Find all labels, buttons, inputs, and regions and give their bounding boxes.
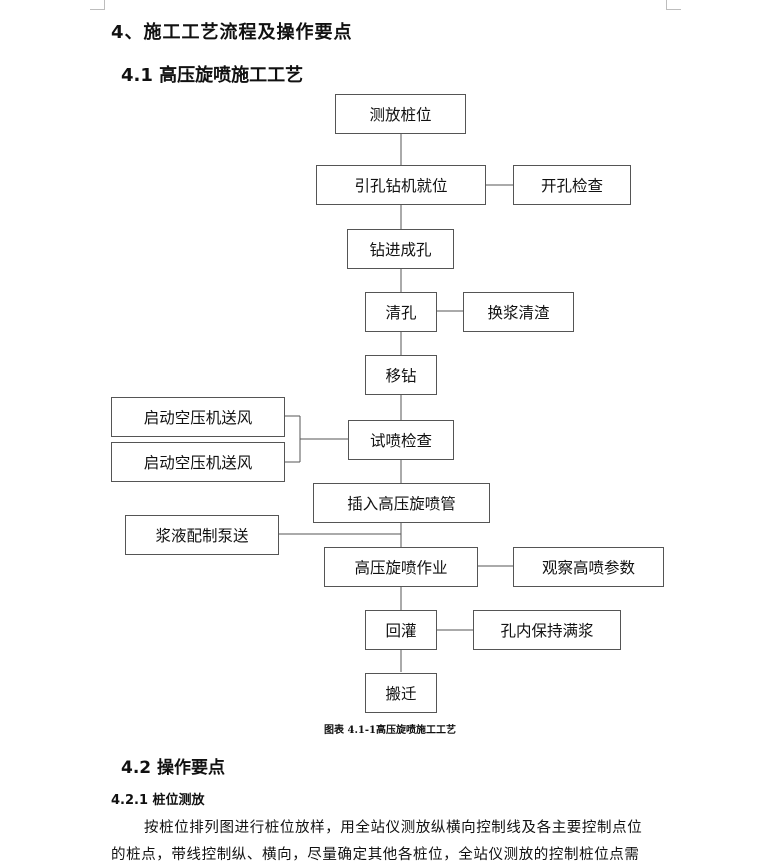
subsection-heading-4-1: 4.1 高压旋喷施工工艺	[121, 65, 304, 86]
section-heading: 4、施工工艺流程及操作要点	[111, 22, 353, 43]
paragraph-line-2: 的桩点，带线控制纵、横向，尽量确定其他各桩位，全站仪测放的控制桩位点需	[111, 847, 640, 863]
page-corner-mark-left	[90, 0, 105, 10]
page-corner-mark-right	[666, 0, 681, 10]
side-observe-params: 观察高喷参数	[513, 547, 664, 587]
step-move-drill: 移钻	[365, 355, 437, 395]
side-slurry-mix: 浆液配制泵送	[125, 515, 279, 555]
figure-caption: 图表 4.1-1高压旋喷施工工艺	[324, 725, 456, 736]
subsection-heading-4-2-1: 4.2.1 桩位测放	[111, 793, 205, 808]
side-compressor-1: 启动空压机送风	[111, 397, 285, 437]
step-drill-hole: 钻进成孔	[347, 229, 454, 269]
step-relocate: 搬迁	[365, 673, 437, 713]
step-drill-rig-position: 引孔钻机就位	[316, 165, 486, 205]
step-backfill: 回灌	[365, 610, 437, 650]
side-open-hole-check: 开孔检查	[513, 165, 631, 205]
step-test-spray-check: 试喷检查	[348, 420, 454, 460]
side-compressor-2: 启动空压机送风	[111, 442, 285, 482]
paragraph-line-1: 按桩位排列图进行桩位放样，用全站仪测放纵横向控制线及各主要控制点位	[144, 820, 643, 836]
step-insert-jet-pipe: 插入高压旋喷管	[313, 483, 490, 523]
step-clean-hole: 清孔	[365, 292, 437, 332]
subsection-heading-4-2: 4.2 操作要点	[121, 758, 226, 778]
step-high-pressure-jet: 高压旋喷作业	[324, 547, 478, 587]
side-slurry-replace: 换浆清渣	[463, 292, 574, 332]
side-keep-hole-full: 孔内保持满浆	[473, 610, 621, 650]
step-survey-pile-position: 测放桩位	[335, 94, 466, 134]
